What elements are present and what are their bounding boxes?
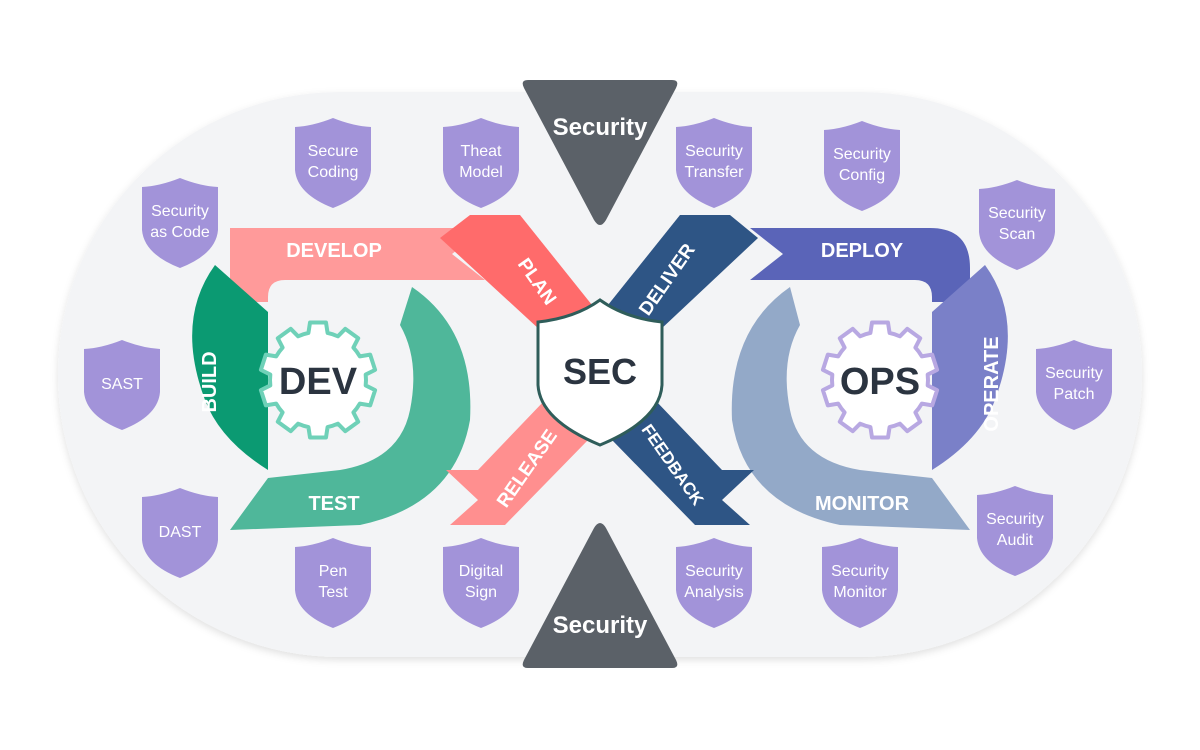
shield-label-line: Security bbox=[685, 143, 743, 160]
segment-release bbox=[446, 400, 588, 525]
sec-label: SEC bbox=[563, 351, 637, 392]
shield-label-line: Security bbox=[988, 205, 1046, 222]
dev-label: DEV bbox=[279, 361, 358, 403]
develop-label: DEVELOP bbox=[286, 240, 382, 262]
segment-plan bbox=[440, 215, 592, 338]
shield-label-line: Sign bbox=[465, 584, 497, 601]
shield-label-line: Security bbox=[833, 146, 891, 163]
segment-deploy bbox=[750, 228, 970, 302]
monitor-label: MONITOR bbox=[815, 493, 910, 515]
shield-label-line: Scan bbox=[999, 226, 1035, 243]
security-label-top: Security bbox=[553, 114, 648, 141]
shield-dast: DAST bbox=[142, 488, 218, 578]
shield-label-line: Config bbox=[839, 167, 885, 184]
shield-icon bbox=[142, 178, 218, 268]
test-label: TEST bbox=[308, 493, 359, 515]
shield-icon bbox=[676, 538, 752, 628]
shield-sast: SAST bbox=[84, 340, 160, 430]
dev-gear-icon bbox=[258, 320, 378, 440]
shield-icon bbox=[295, 538, 371, 628]
security-label-bottom: Security bbox=[553, 612, 648, 639]
shield-icon bbox=[443, 118, 519, 208]
shield-label-line: Test bbox=[318, 584, 348, 601]
shield-icon bbox=[295, 118, 371, 208]
shield-label-line: Security bbox=[1045, 365, 1103, 382]
shield-icon bbox=[824, 121, 900, 211]
ops-gear-icon bbox=[820, 320, 940, 440]
security-triangle-top bbox=[522, 80, 678, 225]
shield-label-line: Secure bbox=[308, 143, 359, 160]
shield-label-line: Pen bbox=[319, 563, 347, 580]
segment-test bbox=[230, 287, 471, 530]
segment-monitor bbox=[731, 287, 970, 530]
shield-label-line: Audit bbox=[997, 532, 1034, 549]
segment-deliver bbox=[608, 215, 758, 338]
shield-icon bbox=[84, 340, 160, 430]
shield-icon bbox=[822, 538, 898, 628]
segment-operate bbox=[932, 265, 1008, 470]
shield-label-line: Theat bbox=[461, 143, 502, 160]
shield-icon bbox=[443, 538, 519, 628]
ops-label: OPS bbox=[840, 361, 920, 403]
shield-label-line: DAST bbox=[159, 524, 202, 541]
shield-security-as-code: Security as Code bbox=[142, 178, 218, 268]
shield-icon bbox=[979, 180, 1055, 270]
shield-label-line: as Code bbox=[150, 224, 210, 241]
sec-shield-icon bbox=[536, 298, 664, 447]
shield-label-line: Security bbox=[151, 203, 209, 220]
shield-label-line: SAST bbox=[101, 376, 143, 393]
security-triangle-bottom bbox=[522, 523, 678, 668]
shield-icon bbox=[977, 486, 1053, 576]
build-label: BUILD bbox=[199, 351, 221, 412]
shield-label-line: Analysis bbox=[684, 584, 744, 601]
shield-icon bbox=[676, 118, 752, 208]
shield-label-line: Digital bbox=[459, 563, 503, 580]
shield-label-line: Model bbox=[459, 164, 503, 181]
shield-label-line: Monitor bbox=[833, 584, 887, 601]
deploy-label: DEPLOY bbox=[821, 240, 904, 262]
shield-label-line: Security bbox=[685, 563, 743, 580]
operate-label: OPERATE bbox=[981, 336, 1003, 431]
shield-icon bbox=[142, 488, 218, 578]
shield-label-line: Coding bbox=[308, 164, 359, 181]
segment-develop bbox=[230, 228, 485, 302]
segment-build bbox=[192, 265, 268, 470]
shield-label-line: Security bbox=[986, 511, 1044, 528]
shield-icon bbox=[1036, 340, 1112, 430]
segment-feedback bbox=[612, 400, 754, 525]
shield-label-line: Transfer bbox=[685, 164, 745, 181]
shield-label-line: Security bbox=[831, 563, 889, 580]
shield-label-line: Patch bbox=[1054, 386, 1095, 403]
